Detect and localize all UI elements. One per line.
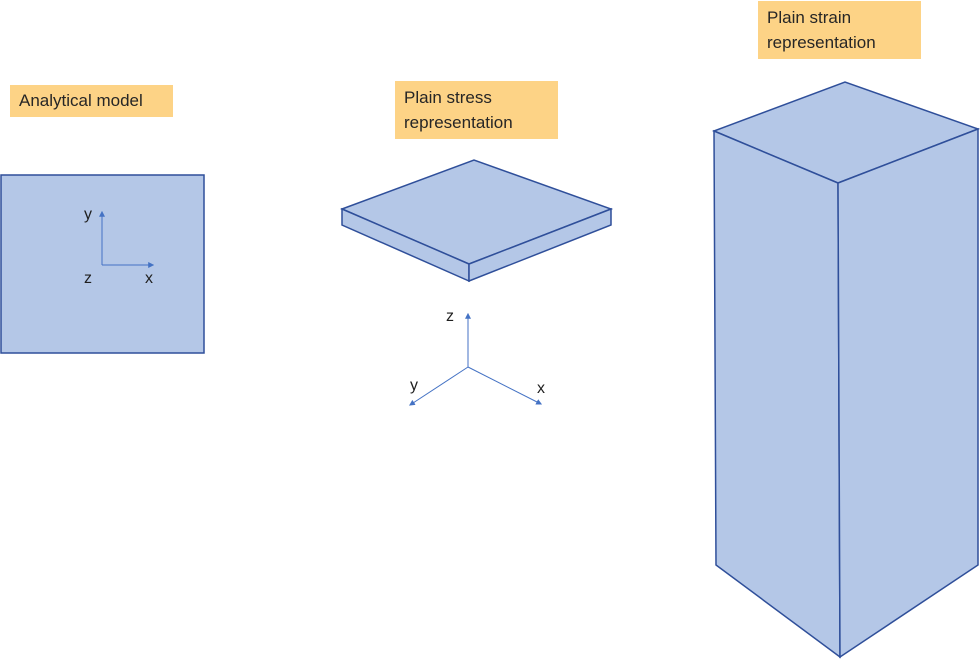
analytical-model-text: Analytical model [19,91,143,110]
axis-3d-x-arrow [467,366,543,405]
axis-3d-y-label: y [410,377,418,394]
plain-stress-plate [339,159,614,283]
axis-3d-z-label: z [446,308,454,325]
axis-2d-y-label: y [84,206,92,223]
plain-strain-prism [711,81,980,659]
axis-3d-y-arrow [408,366,469,406]
axis-3d-x-label: x [537,380,545,397]
analytical-model-label: Analytical model [10,85,173,117]
plain-strain-label: Plain strain representation [758,1,921,59]
prism-left-face [713,129,841,659]
prism-right-face [837,127,979,659]
plate-right-face [468,207,612,283]
plain-stress-text-line2: representation [404,113,513,132]
plain-stress-label: Plain stress representation [395,81,558,139]
plain-strain-text-line1: Plain strain [767,8,852,27]
plate-top-face [339,159,614,265]
axis-2d-z-label: z [84,270,92,287]
plain-strain-text-line2: representation [767,33,876,52]
axis-2d-x-label: x [145,270,153,287]
plain-stress-text-line1: Plain stress [404,88,492,107]
